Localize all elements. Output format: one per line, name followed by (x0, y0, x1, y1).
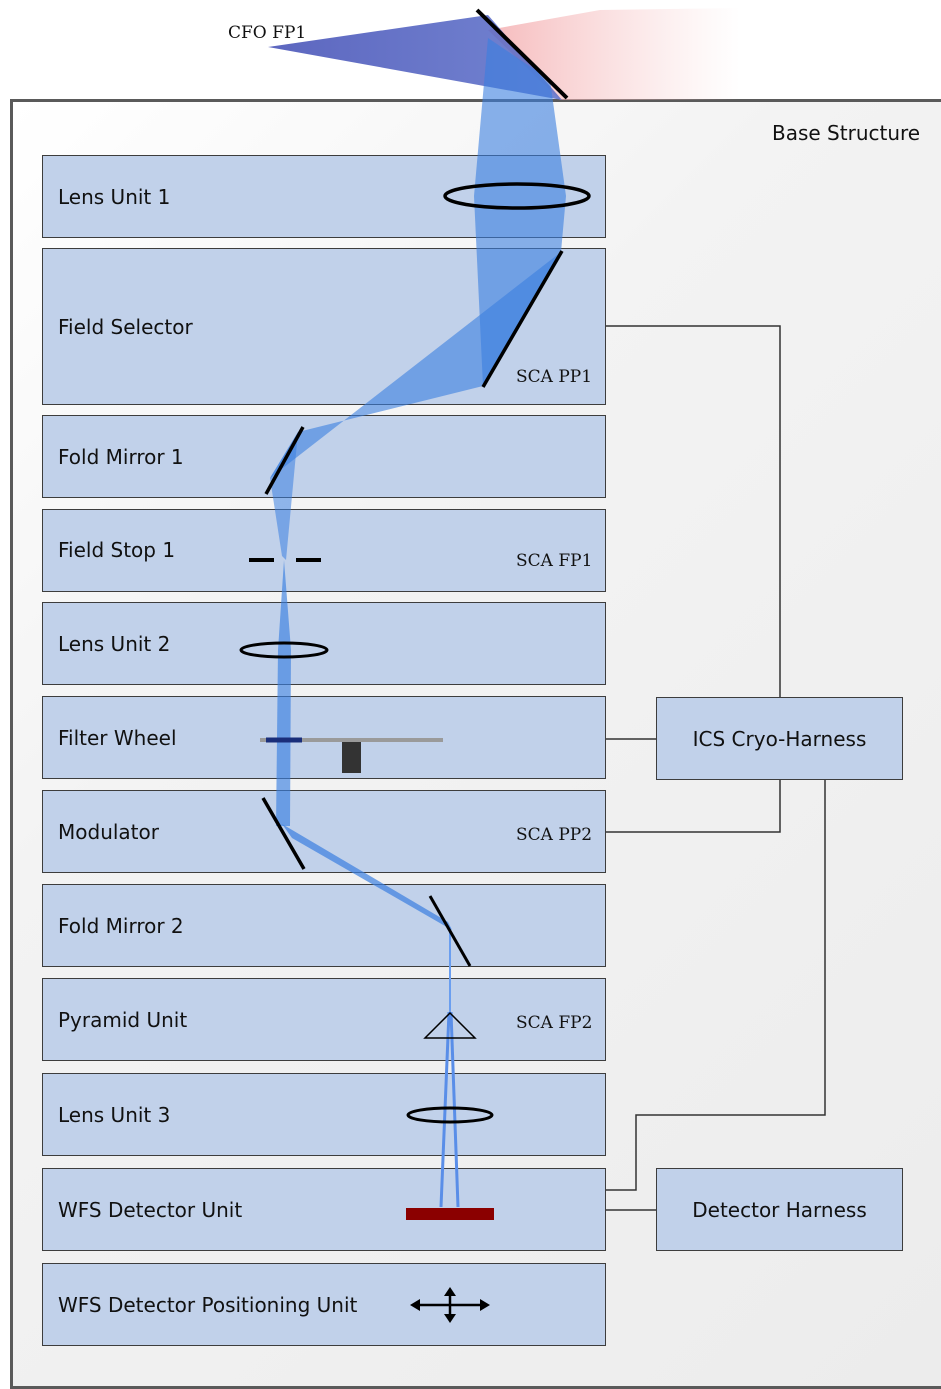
unit-label: Field Stop 1 (58, 538, 176, 562)
label-cfo-fp1: CFO FP1 (228, 23, 307, 43)
unit-label: WFS Detector Positioning Unit (58, 1292, 358, 1317)
unit-label: Field Selector (58, 314, 193, 339)
unit-lens-unit-3: Lens Unit 3 (42, 1073, 606, 1156)
fold-mirror-2-icon (428, 895, 472, 967)
unit-modulator: Modulator (42, 790, 606, 873)
fold-mirror-1-icon (264, 426, 305, 495)
lens-3-icon (406, 1106, 494, 1124)
beam-lens1-to-selector (474, 38, 566, 386)
connector-field-selector (606, 325, 781, 697)
filter-wheel-motor (342, 742, 361, 773)
beam-fieldstop-to-modulator (276, 560, 291, 826)
pyramid-icon (423, 1011, 477, 1039)
ics-cryo-harness-box: ICS Cryo-Harness (656, 697, 903, 780)
unit-wfs-detector-unit: WFS Detector Unit (42, 1168, 606, 1251)
unit-label: Pyramid Unit (58, 1007, 188, 1032)
unit-label: Fold Mirror 2 (58, 913, 184, 938)
unit-filter-wheel: Filter Wheel (42, 696, 606, 779)
unit-label: Lens Unit 2 (58, 631, 171, 656)
harness-connectors (606, 325, 826, 1211)
label-sca-pp2: SCA PP2 (516, 825, 593, 845)
connector-detector-unit (606, 780, 826, 1191)
cfo-mirror (475, 8, 569, 100)
beam-cfo-incoming (488, 8, 740, 100)
beam-to-fold2 (282, 824, 452, 930)
label-sca-fp2: SCA FP2 (516, 1013, 593, 1033)
detector-icon (406, 1208, 494, 1220)
lens-2-icon (239, 641, 329, 659)
label-sca-pp1: SCA PP1 (516, 367, 593, 387)
unit-label: Filter Wheel (58, 725, 177, 750)
base-structure-label: Base Structure (772, 121, 921, 145)
unit-lens-unit-2: Lens Unit 2 (42, 602, 606, 685)
unit-label: Modulator (58, 819, 159, 844)
unit-label: Lens Unit 3 (58, 1102, 171, 1127)
unit-label: WFS Detector Unit (58, 1197, 243, 1222)
detector-harness-box: Detector Harness (656, 1168, 903, 1251)
unit-label: Lens Unit 1 (58, 184, 171, 209)
beam-to-fold1 (270, 252, 561, 478)
modulator-mirror (261, 797, 306, 870)
beam-to-fieldstop (270, 432, 298, 560)
unit-label: Fold Mirror 1 (58, 444, 184, 469)
connector-modulator (606, 780, 781, 833)
unit-pyramid-unit: Pyramid Unit (42, 978, 606, 1061)
unit-field-stop-1: Field Stop 1 (42, 509, 606, 592)
field-selector-mirror (481, 250, 564, 388)
unit-wfs-detector-positioning-unit: WFS Detector Positioning Unit (42, 1263, 606, 1346)
label-sca-fp1: SCA FP1 (516, 551, 593, 571)
unit-fold-mirror-2: Fold Mirror 2 (42, 884, 606, 967)
lens-1-icon (443, 182, 591, 210)
positioning-arrows-icon (410, 1287, 490, 1323)
